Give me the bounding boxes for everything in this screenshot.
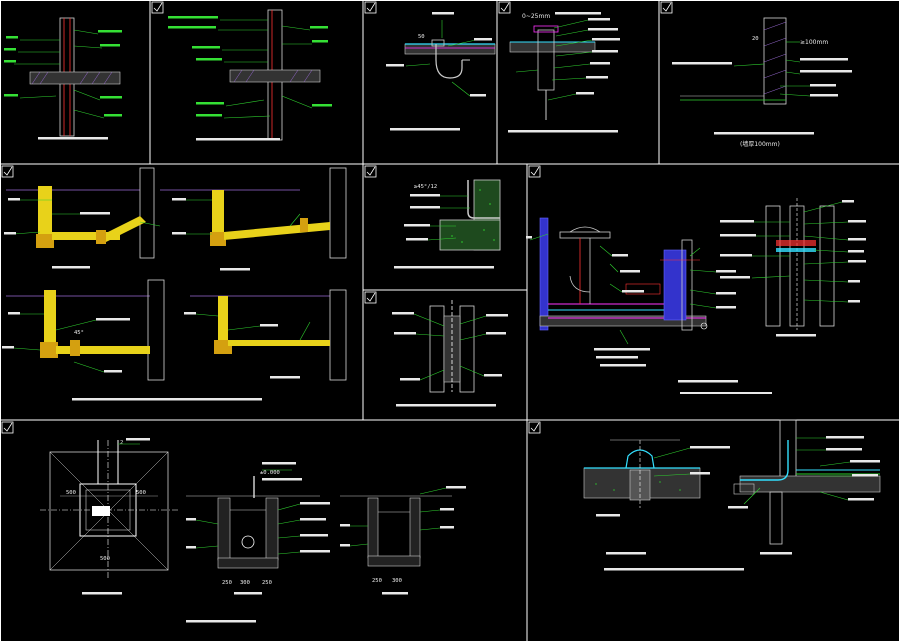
panel-3-floor-drain: 50 bbox=[386, 12, 496, 131]
checkmark-icon bbox=[364, 291, 377, 304]
p11-dim-2: 500 bbox=[136, 490, 146, 496]
checkmark-icon bbox=[1, 165, 14, 178]
panel-2-wall-sleeve bbox=[168, 9, 332, 141]
panel-8-wall-penetration bbox=[392, 300, 508, 407]
checkmark-icon bbox=[660, 1, 673, 14]
p10-ref: 2 bbox=[120, 440, 123, 446]
panel-11-pit-section: ±0.000 250 300 250 bbox=[186, 462, 330, 623]
panel-6-pipe-fittings: 45° bbox=[2, 167, 347, 401]
p5-sub-caption: (墙厚100mm) bbox=[740, 140, 780, 148]
panel-9-basin-drainage bbox=[526, 198, 866, 394]
checkmark-icon bbox=[364, 165, 377, 178]
p12-dim-1: 250 bbox=[222, 580, 232, 586]
checkmark-icon bbox=[498, 1, 511, 14]
panel-12-pit-section-2: 250 300 bbox=[340, 486, 466, 595]
panel-5-wall-waterproof: ≥100mm 20 (墙厚100mm) bbox=[672, 17, 852, 148]
panel-10-pit-plan: 500 500 500 2 bbox=[40, 438, 178, 595]
checkmark-icon bbox=[528, 165, 541, 178]
checkmark-icon bbox=[528, 421, 541, 434]
p12-dim-2: 300 bbox=[240, 580, 250, 586]
p11-dim-1: 500 bbox=[66, 490, 76, 496]
p12-ref: ±0.000 bbox=[260, 470, 280, 476]
panel-13-roof-drain bbox=[583, 419, 881, 571]
p5-thickness-label: ≥100mm bbox=[800, 39, 828, 46]
p11-dim-3: 500 bbox=[100, 556, 110, 562]
checkmark-icon bbox=[1, 421, 14, 434]
p5-dim-label: 20 bbox=[752, 36, 759, 42]
p4-range-label: 0~25mm bbox=[522, 13, 550, 20]
panel-1-sleeve-detail bbox=[4, 17, 122, 140]
panel-7-wall-corner: ≥45°/12 bbox=[394, 179, 501, 269]
p7-dim-label: ≥45°/12 bbox=[414, 184, 437, 190]
panel-4-drain-section: 0~25mm bbox=[508, 12, 620, 133]
p3-dim-label: 50 bbox=[418, 34, 425, 40]
checkmark-icon bbox=[151, 1, 164, 14]
p6-angle-label: 45° bbox=[74, 330, 84, 336]
p13-dim-2: 300 bbox=[392, 578, 402, 584]
checkmark-icon bbox=[364, 1, 377, 14]
p13-dim-1: 250 bbox=[372, 578, 382, 584]
p12-dim-3: 250 bbox=[262, 580, 272, 586]
checkmark-icons bbox=[1, 1, 673, 434]
